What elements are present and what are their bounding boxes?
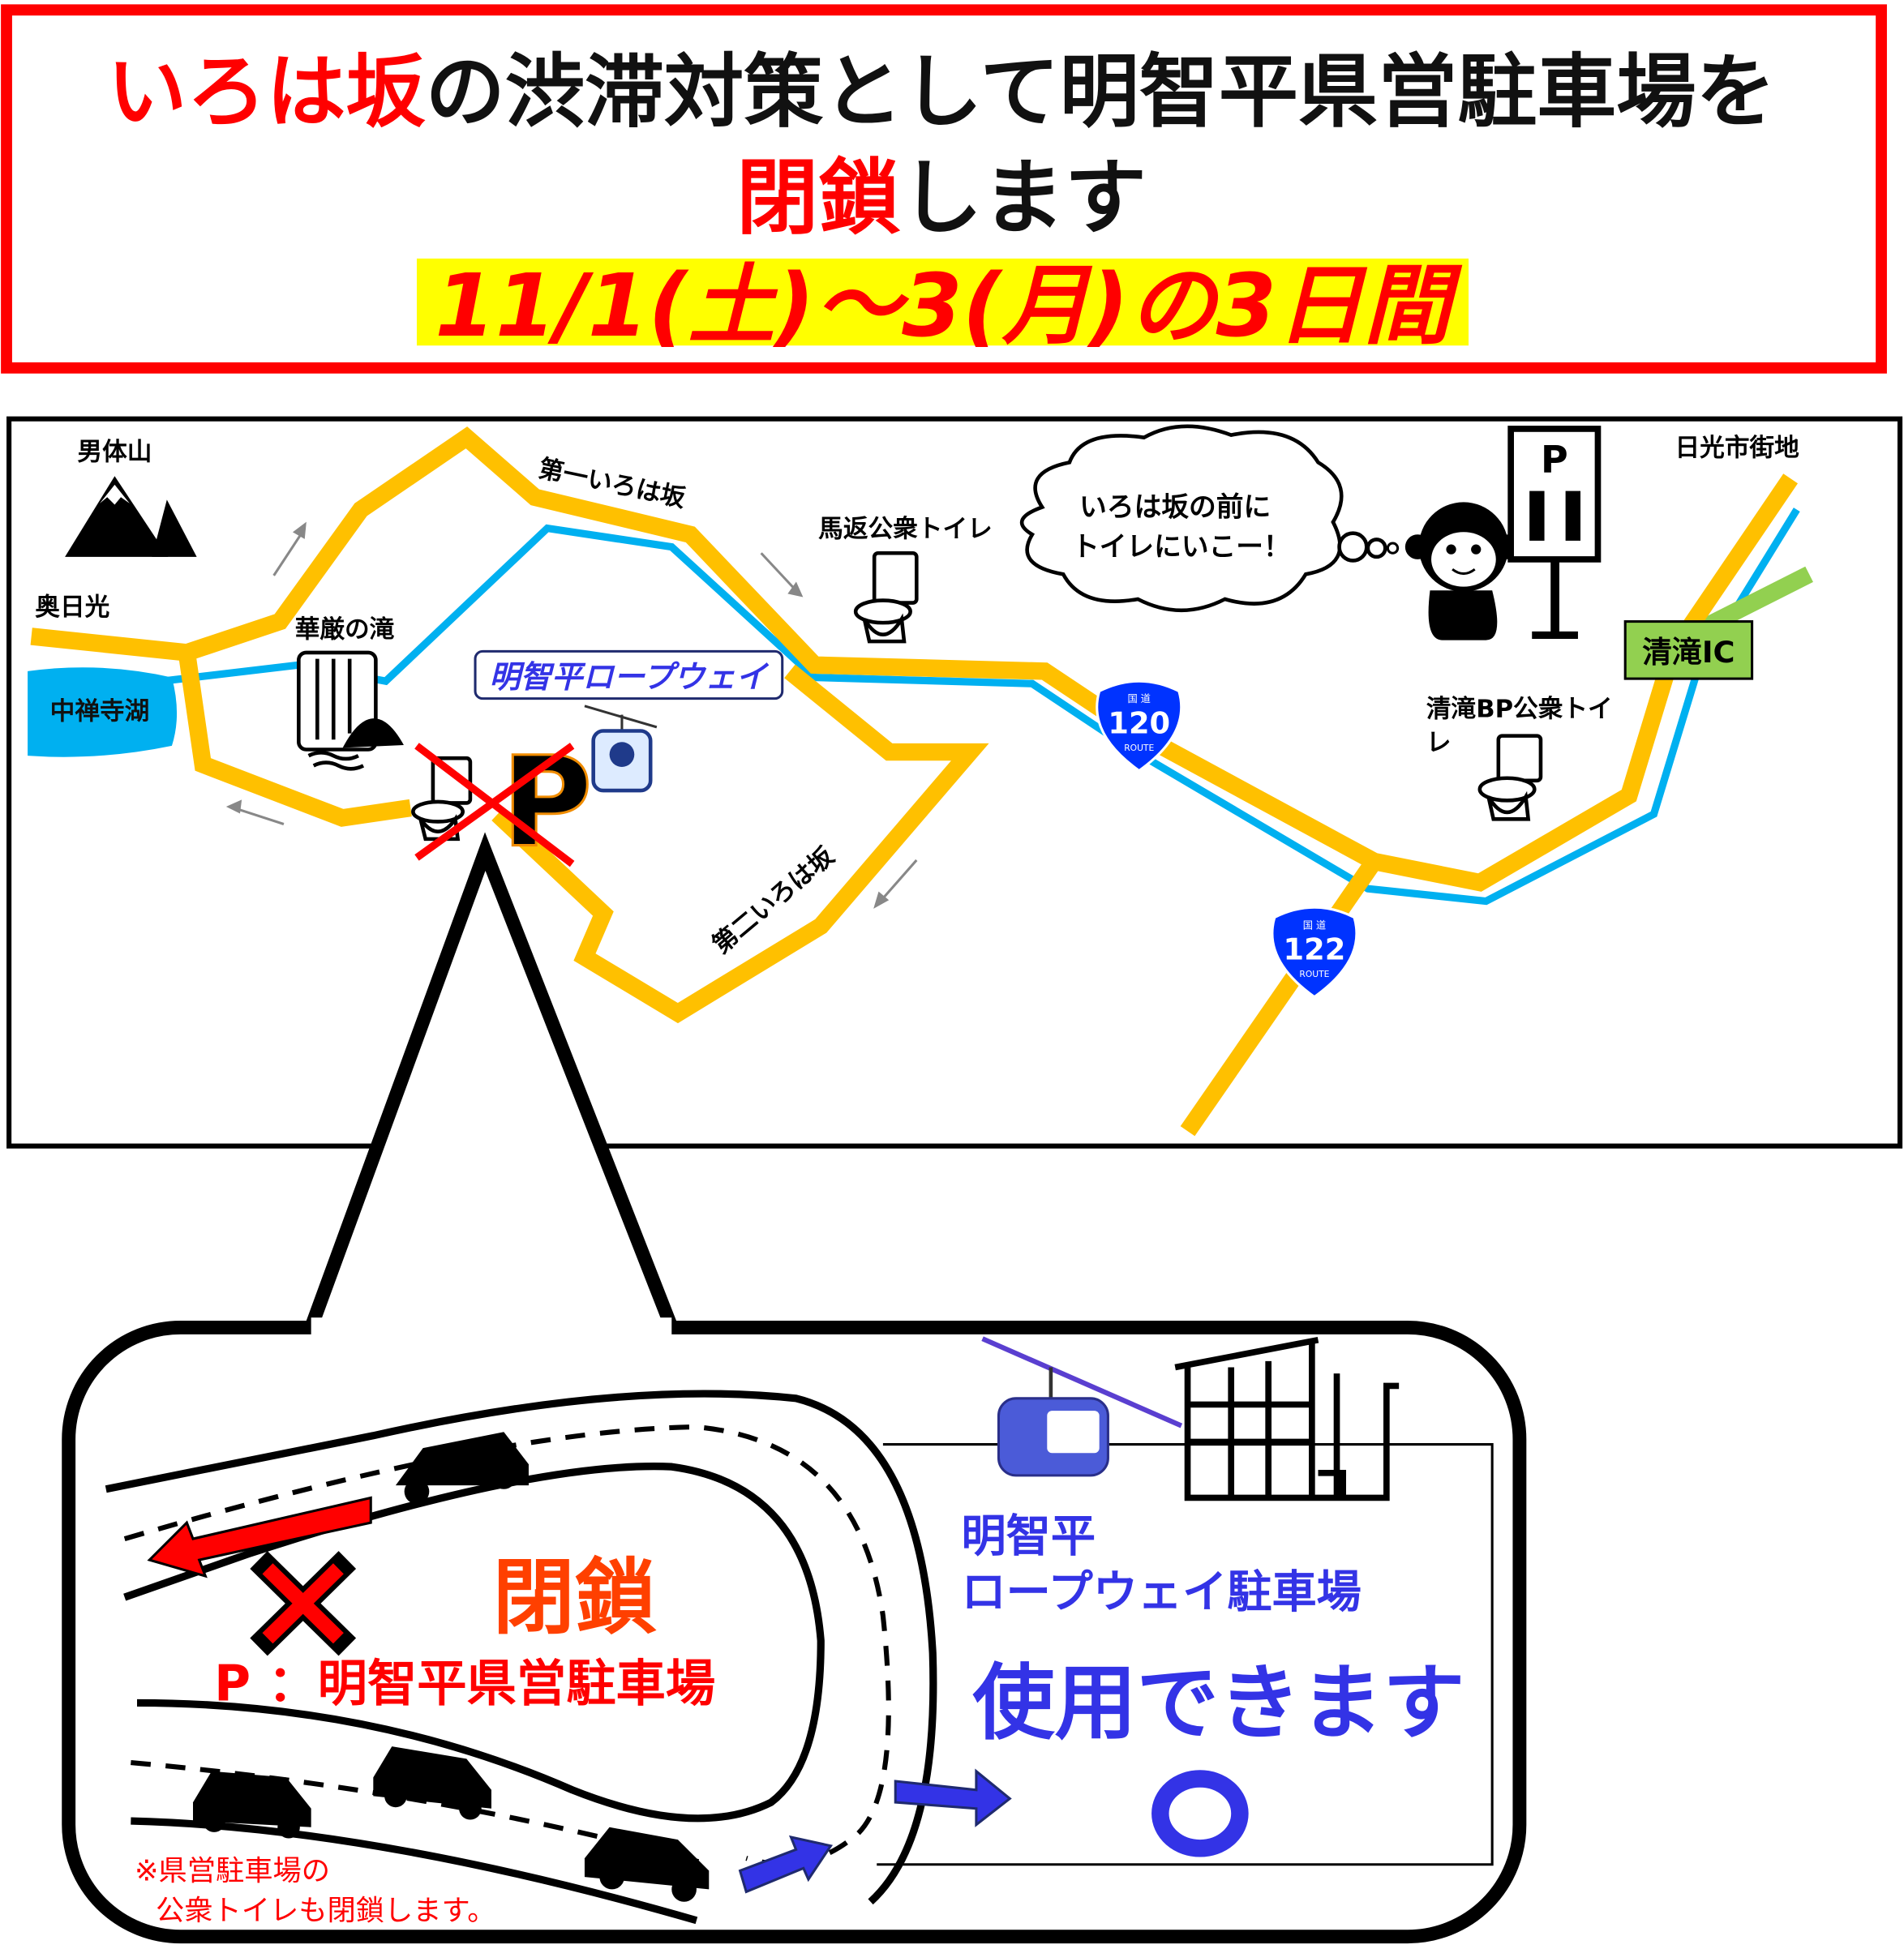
header-banner: いろは坂の渋滞対策として明智平県営駐車場を 閉鎖します 11/1(土)～3(月)… — [1, 4, 1887, 374]
road-route-122 — [1180, 856, 1382, 1137]
label-waterfall: 華厳の滝 — [295, 615, 395, 645]
label-mountain: 男体山 — [77, 438, 152, 466]
label-kiyotaki-toilet-2: レ — [1426, 729, 1452, 757]
toilet-icon — [1477, 734, 1543, 821]
arrow-icon — [225, 799, 242, 814]
arrow-icon — [873, 891, 890, 909]
road-second-irohazaka — [491, 664, 989, 1024]
river — [161, 508, 1800, 906]
svg-text:122: 122 — [1284, 932, 1346, 967]
ok-circle-icon — [1151, 1770, 1249, 1857]
label-kiyotaki-ic: 清滝IC — [1642, 635, 1735, 670]
closed-parking-icon: P — [501, 731, 592, 876]
title-line-1: いろは坂の渋滞対策として明智平県営駐車場を — [107, 46, 1775, 139]
closed-label: 閉鎖 — [493, 1549, 657, 1645]
arrow-icon — [292, 521, 307, 539]
car-icon — [584, 1827, 710, 1902]
date-range: 11/1(土)～3(月)の3日間 — [435, 255, 1462, 357]
svg-text:ROUTE: ROUTE — [1299, 969, 1329, 979]
waterfall-icon — [297, 650, 404, 771]
label-kiyotaki-toilet: 清滝BP公衆トイ — [1426, 696, 1613, 724]
route-120-sign: 国 道 120 ROUTE — [1096, 679, 1183, 773]
label-lake: 中禅寺湖 — [50, 698, 150, 726]
note-line-2: 公衆トイレも閉鎖します。 — [156, 1895, 495, 1928]
sign-p: P — [1541, 438, 1568, 482]
red-arrow-icon — [147, 1496, 372, 1578]
label-ropeway: 明智平ロープウェイ — [489, 659, 769, 696]
closed-toilet-icon — [411, 756, 473, 842]
route-122-sign: 国 道 122 ROUTE — [1271, 906, 1358, 999]
available-label: 使用できます — [972, 1656, 1464, 1751]
road-loop — [178, 651, 412, 827]
car-icon — [395, 1432, 529, 1505]
ropeway-parking-line-1: 明智平 — [961, 1510, 1096, 1562]
label-nikko-city: 日光市街地 — [1675, 434, 1800, 463]
station-building-icon — [1174, 1336, 1400, 1501]
arrow-icon — [787, 581, 804, 598]
closed-parking-label: P ：明智平県営駐車場 — [214, 1655, 715, 1712]
svg-text:国 道: 国 道 — [1128, 693, 1151, 705]
route-map: 男体山 奥日光 中禅寺湖 華厳の滝 第一いろは坂 第二いろは坂 馬返公衆トイレ … — [6, 416, 1903, 1149]
detail-callout: 閉鎖 P ：明智平県営駐車場 ※県営駐車場の 公衆トイレも閉鎖します。 明智平 … — [62, 832, 1527, 1944]
thought-bubble: いろは坂の前に トイレにいこー！ — [1019, 424, 1400, 612]
road-main — [30, 426, 1798, 892]
gondola-icon — [584, 705, 658, 793]
car-icon — [193, 1771, 311, 1839]
title-line-2: 閉鎖します — [736, 150, 1147, 246]
thought-text-1: いろは坂の前に — [1079, 490, 1271, 522]
car-icon — [373, 1746, 491, 1820]
label-oku-nikko: 奥日光 — [35, 593, 109, 622]
lake-chuzenji — [28, 667, 178, 757]
svg-text:国 道: 国 道 — [1303, 919, 1326, 931]
date-highlight — [416, 258, 1469, 346]
mountain-icon — [65, 476, 197, 557]
svg-text:120: 120 — [1108, 706, 1170, 741]
ropeway-gondola-icon — [981, 1336, 1183, 1477]
thought-text-2: トイレにいこー！ — [1072, 530, 1291, 562]
ropeway-parking-line-2: ロープウェイ駐車場 — [961, 1566, 1361, 1618]
note-line-1: ※県営駐車場の — [135, 1855, 330, 1888]
monkey-icon — [1404, 502, 1521, 640]
closed-cross-icon — [414, 743, 575, 867]
toilet-icon — [853, 550, 919, 644]
blue-arrow-icon — [894, 1768, 1012, 1827]
restroom-sign-icon: P — [1507, 426, 1602, 640]
blue-arrow-icon — [738, 1835, 834, 1894]
svg-text:ROUTE: ROUTE — [1124, 743, 1154, 753]
label-umagaeshi-toilet: 馬返公衆トイレ — [818, 515, 993, 543]
